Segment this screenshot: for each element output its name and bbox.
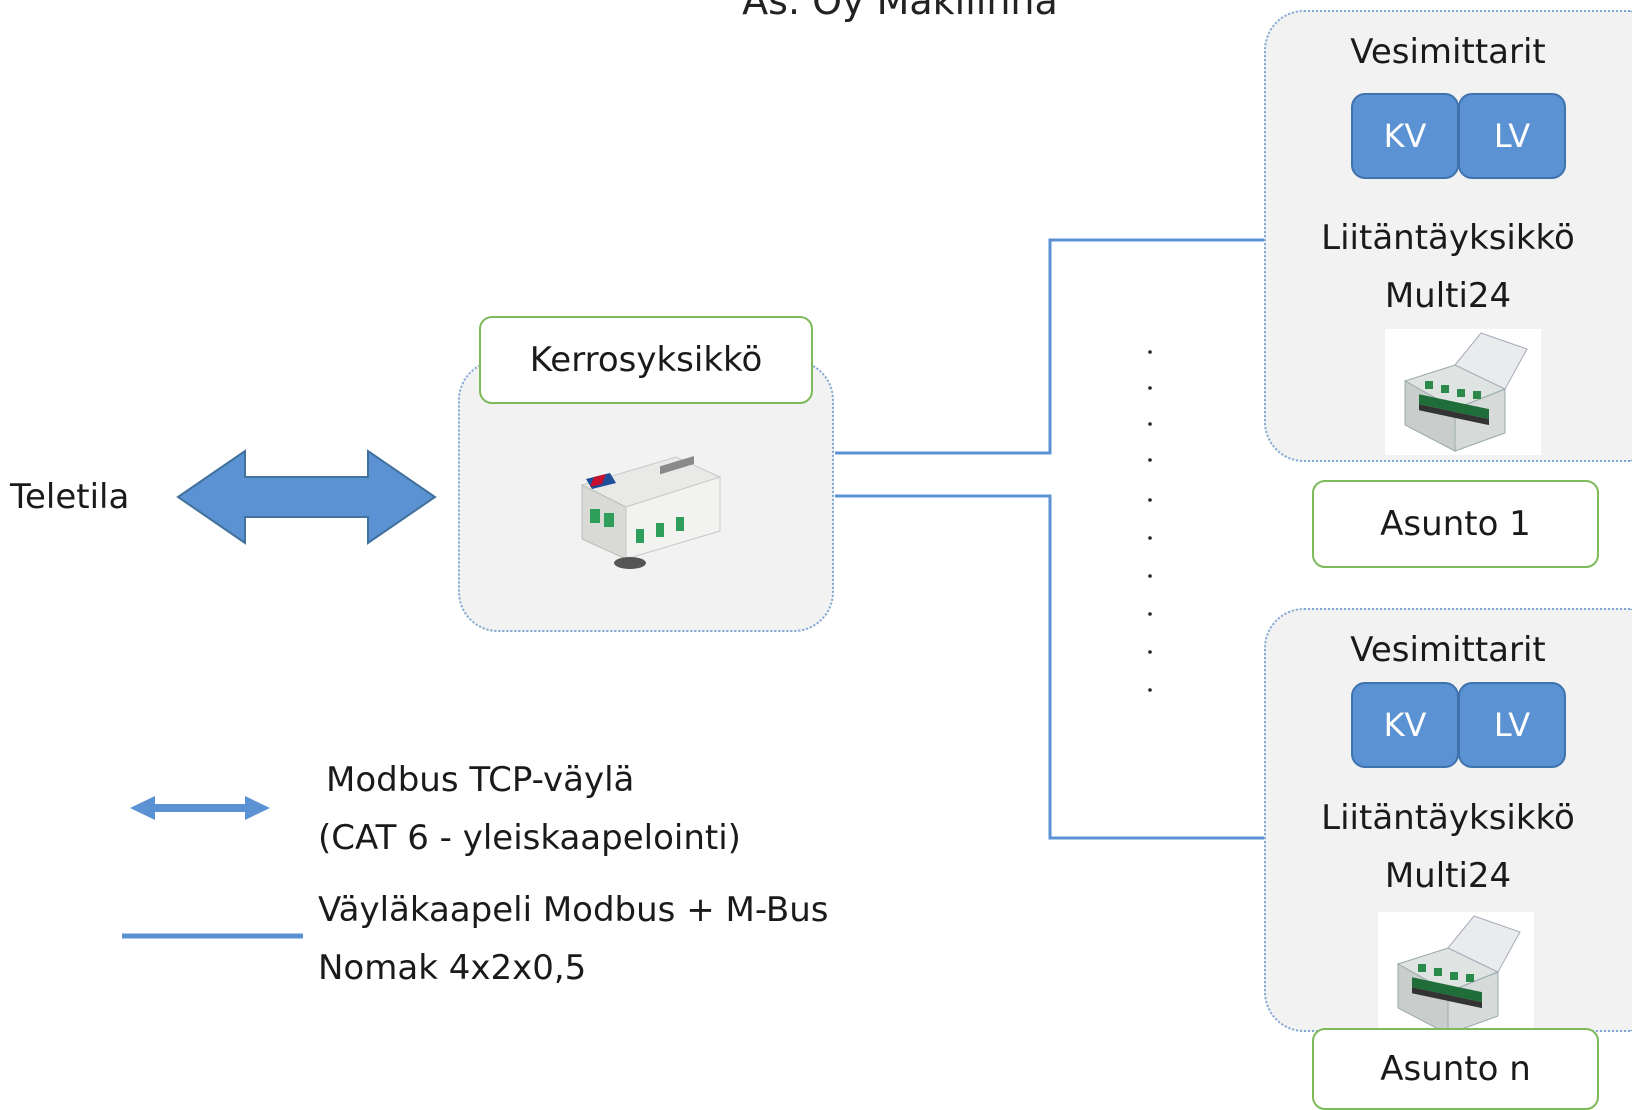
cable-to-apartment-n: [835, 494, 1268, 840]
apartment-1-interface-unit-model: Multi24: [1384, 276, 1512, 316]
cable-to-apartment-1: [835, 238, 1268, 455]
apartment-n-meter-lv: LV: [1458, 682, 1566, 768]
apartment-1-interface-unit-label: Liitäntäyksikkö: [1321, 218, 1575, 258]
apartment-n-water-meters-label: Vesimittarit: [1350, 630, 1546, 670]
legend-arrow-line2: (CAT 6 - yleiskaapelointi): [318, 818, 741, 858]
floor-unit-device-image: [560, 447, 730, 574]
apartment-n-meter-kv: KV: [1351, 682, 1459, 768]
legend-arrow-icon: [130, 796, 270, 820]
legend-cable-line2: Nomak 4x2x0,5: [318, 948, 587, 988]
legend-arrow-line1: Modbus TCP-väylä: [326, 760, 635, 800]
apartment-1-meter-lv: LV: [1458, 93, 1566, 179]
apartment-1-multi24-image: [1385, 329, 1541, 455]
modbus-tcp-arrow: [176, 449, 437, 545]
apartment-n-multi24-image: [1378, 912, 1534, 1038]
teletila-label: Teletila: [10, 477, 130, 517]
ellipsis-dots: [1148, 350, 1152, 692]
diagram-title: As. Oy Mäkilinna: [742, 0, 1058, 23]
apartment-1-meter-kv: KV: [1351, 93, 1459, 179]
apartment-n-interface-unit-model: Multi24: [1384, 856, 1512, 896]
legend-cable-line1: Väyläkaapeli Modbus + M-Bus: [318, 890, 829, 930]
apartment-n-label: Asunto n: [1312, 1028, 1599, 1110]
apartment-n-interface-unit-label: Liitäntäyksikkö: [1321, 798, 1575, 838]
apartment-1-label: Asunto 1: [1312, 480, 1599, 568]
floor-unit-label: Kerrosyksikkö: [479, 316, 813, 404]
apartment-1-water-meters-label: Vesimittarit: [1350, 32, 1546, 72]
